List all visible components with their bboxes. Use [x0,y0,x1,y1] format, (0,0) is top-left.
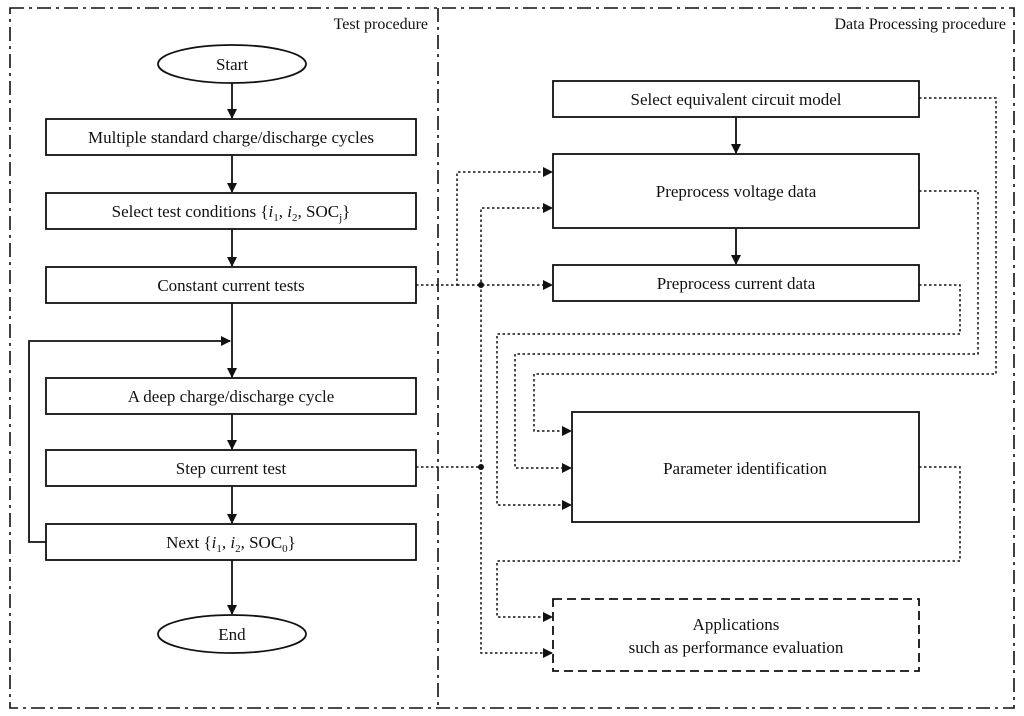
select-model-label: Select equivalent circuit model [630,90,841,109]
start-label: Start [216,55,248,74]
dotted-step-to-voltage [480,203,553,467]
step-current-label: Step current test [176,459,287,478]
deep-cycle-box [45,377,417,415]
test-procedure: Start Multiple standard charge/discharge… [28,44,417,654]
loop-back-arrow [28,336,231,543]
parameter-identification-label: Parameter identification [663,459,827,478]
applications-label-line2: such as performance evaluation [629,638,844,657]
cycles-label: Multiple standard charge/discharge cycle… [88,128,374,147]
end-node [157,614,307,654]
dotted-current-to-parameter [496,284,961,510]
preprocess-current-box [552,264,920,302]
constant-current-label: Constant current tests [157,276,304,295]
left-panel-title: Test procedure [334,16,428,33]
outer-frame [9,7,1015,709]
preprocess-voltage-label: Preprocess voltage data [656,182,817,201]
dotted-parameter-to-applications [496,466,961,622]
select-model-box [552,80,920,118]
end-label: End [218,625,246,644]
applications-label-line1: Applications [693,615,780,634]
deep-cycle-label: A deep charge/discharge cycle [128,387,335,406]
select-conditions-box [45,192,417,230]
step-current-box [45,449,417,487]
next-label: Next {i1, i2, SOC0} [166,533,296,555]
parameter-identification-box [571,411,920,523]
dotted-constant-to-voltage [416,167,553,286]
right-panel-title: Data Processing procedure [835,16,1007,33]
preprocess-voltage-box [552,153,920,229]
junction-dot-constant [478,282,484,288]
dotted-connectors [416,97,997,658]
data-processing: Select equivalent circuit model Preproce… [416,80,997,672]
junction-dot-step [478,464,484,470]
dotted-step-to-applications [480,467,553,658]
test-procedure-arrows [28,83,237,615]
applications-box [552,598,920,672]
next-box [45,523,417,561]
cycles-box [45,118,417,156]
preprocess-current-label: Preprocess current data [657,274,816,293]
select-conditions-label: Select test conditions {i1, i2, SOCj} [112,202,351,224]
